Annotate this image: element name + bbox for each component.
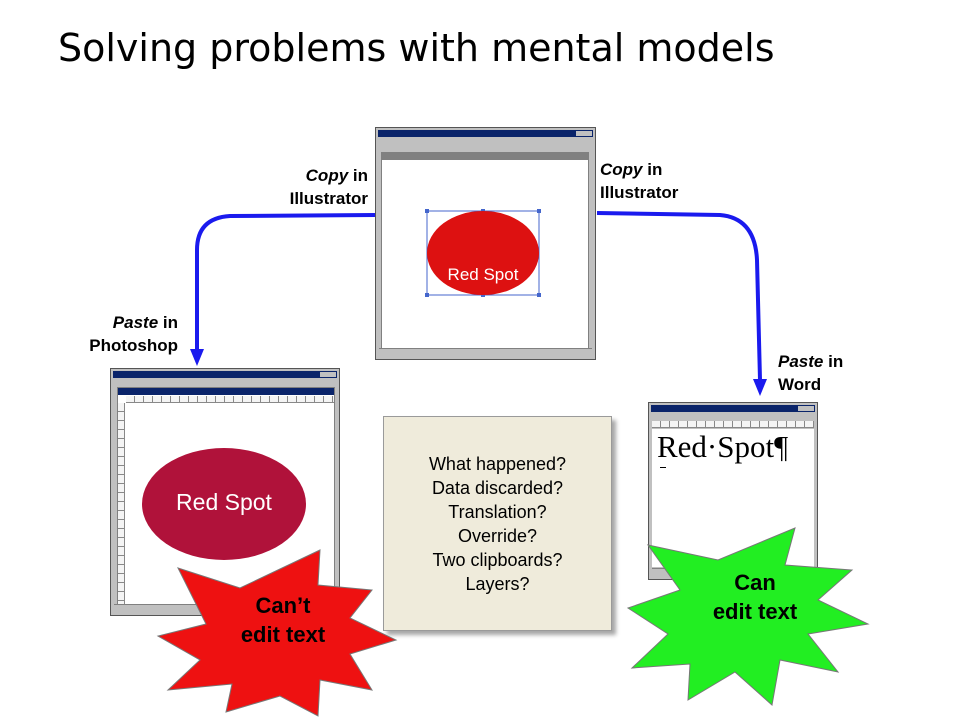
word-title-bar xyxy=(651,405,815,412)
arrowhead-photoshop xyxy=(190,349,204,366)
photoshop-shape-text: Red Spot xyxy=(176,489,272,515)
illustrator-status-bar xyxy=(379,348,592,357)
arrow-to-word xyxy=(596,211,762,381)
label-paste-word: Paste in Word xyxy=(778,352,844,394)
question-item: Override? xyxy=(457,525,537,546)
window-controls[interactable] xyxy=(320,372,336,377)
illustrator-window: Red Spot xyxy=(375,127,596,360)
arrowhead-word xyxy=(753,379,767,396)
illustrator-title-bar xyxy=(378,130,593,137)
illustrator-art xyxy=(425,209,541,297)
slide-title: Solving problems with mental models xyxy=(58,26,775,70)
label-copy-left: Copy in Illustrator xyxy=(289,166,368,208)
word-body-text: Red·Spot¶ xyxy=(657,429,789,464)
question-item: Layers? xyxy=(465,573,530,594)
can-edit-starburst xyxy=(626,527,870,706)
questions-box: What happened? Data discarded? Translati… xyxy=(383,416,612,631)
question-item: Two clipboards? xyxy=(432,549,563,570)
arrow-to-photoshop xyxy=(195,213,376,350)
illustrator-red-spot xyxy=(427,211,539,295)
vertical-ruler xyxy=(118,403,125,604)
illustrator-document: Red Spot xyxy=(381,152,589,350)
question-item: Data discarded? xyxy=(431,477,564,498)
label-copy-right: Copy in Illustrator xyxy=(600,160,679,202)
word-ruler xyxy=(652,421,814,428)
horizontal-ruler xyxy=(126,396,334,403)
questions-list: What happened? Data discarded? Translati… xyxy=(429,452,566,596)
window-controls[interactable] xyxy=(576,131,592,136)
photoshop-title-bar xyxy=(113,371,337,378)
question-item: Translation? xyxy=(448,501,547,522)
illustrator-shape-text: Red Spot xyxy=(447,265,519,284)
doc-title-bar xyxy=(118,388,334,395)
photoshop-art xyxy=(142,448,306,560)
cant-edit-starburst xyxy=(156,549,398,717)
label-paste-photoshop: Paste in Photoshop xyxy=(89,313,178,355)
window-controls[interactable] xyxy=(798,406,814,411)
question-item: What happened? xyxy=(428,453,567,474)
word-text-cursor xyxy=(660,467,666,468)
doc-title-bar xyxy=(382,153,588,160)
photoshop-red-spot xyxy=(142,448,306,560)
